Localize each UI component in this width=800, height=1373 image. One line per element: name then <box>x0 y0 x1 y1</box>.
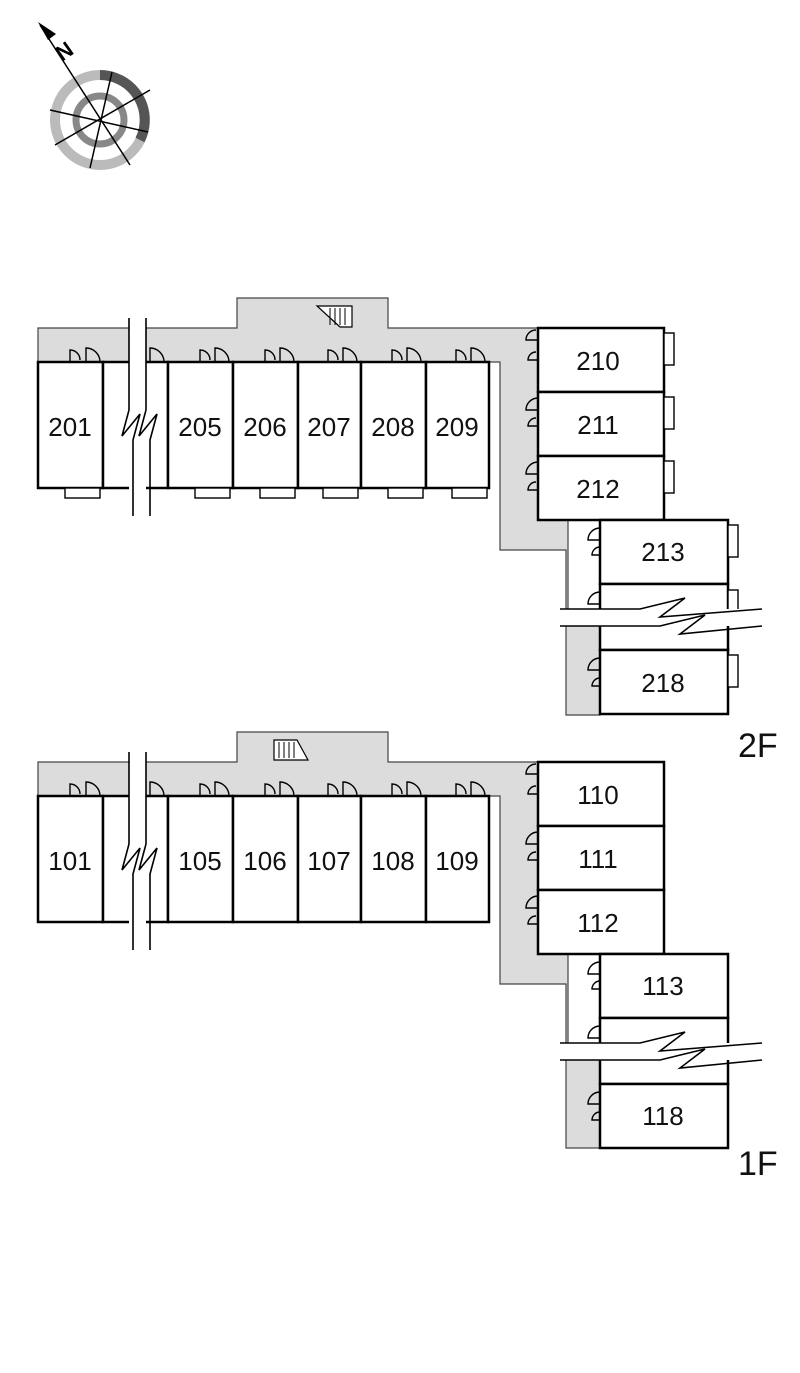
balcony-icon <box>194 487 231 499</box>
door-icon <box>525 763 539 925</box>
room-106[interactable] <box>231 794 300 924</box>
room-105[interactable] <box>166 794 235 924</box>
room-112[interactable] <box>536 888 666 956</box>
room-label: 208 <box>371 412 414 442</box>
room-label: 106 <box>243 846 286 876</box>
room-label: 212 <box>576 474 619 504</box>
floor-label: 1F <box>738 1145 778 1183</box>
room-118[interactable] <box>598 1082 730 1150</box>
room-label: 111 <box>578 844 618 874</box>
room-label: 101 <box>48 846 91 876</box>
room-107[interactable] <box>296 794 363 924</box>
room-label: 107 <box>307 846 350 876</box>
room-label: 118 <box>642 1101 683 1131</box>
room-label: 210 <box>576 346 619 376</box>
room-label: 218 <box>641 668 684 698</box>
room-111[interactable] <box>536 824 666 892</box>
corridor <box>37 731 601 1149</box>
balcony-icon <box>727 654 739 688</box>
room-209[interactable] <box>424 360 491 490</box>
compass-rose-icon: N <box>38 22 151 170</box>
floor-2f: 201 205 206 207 208 209 210 211 212 213 … <box>36 297 778 765</box>
room-label: 206 <box>243 412 286 442</box>
room-label: 205 <box>178 412 221 442</box>
room-label: 211 <box>577 410 618 440</box>
door-icon <box>69 347 486 363</box>
room-213[interactable] <box>598 518 730 586</box>
balcony-icon <box>663 460 675 494</box>
door-icon <box>69 781 486 797</box>
room-label: 108 <box>371 846 414 876</box>
room-110[interactable] <box>536 760 666 828</box>
balcony-icon <box>663 396 675 430</box>
room-label: 110 <box>577 780 618 810</box>
room-211[interactable] <box>536 390 666 458</box>
break-line-icon <box>121 318 158 516</box>
room-201[interactable] <box>36 360 105 490</box>
room-108[interactable] <box>359 794 428 924</box>
room-208[interactable] <box>359 360 428 490</box>
room-label: 109 <box>435 846 478 876</box>
floor-1f: 101 105 106 107 108 109 110 111 112 113 … <box>36 731 778 1183</box>
balcony-icon <box>387 487 424 499</box>
balcony-icon <box>727 524 739 558</box>
door-icon <box>587 961 601 1121</box>
floor-label: 2F <box>738 727 778 765</box>
stairs-icon <box>273 739 310 761</box>
door-icon <box>525 329 539 491</box>
room-212[interactable] <box>536 454 666 522</box>
room-label: 213 <box>641 537 684 567</box>
room-label: 105 <box>178 846 221 876</box>
room-label: 113 <box>642 971 683 1001</box>
balcony-icon <box>64 487 101 499</box>
room-109[interactable] <box>424 794 491 924</box>
room-label: 112 <box>577 908 618 938</box>
north-letter: N <box>51 37 78 67</box>
break-line-icon <box>560 1031 763 1070</box>
balcony-icon <box>451 487 488 499</box>
break-line-icon <box>560 597 763 636</box>
room-label: 207 <box>307 412 350 442</box>
corridor <box>37 297 601 716</box>
balcony-icon <box>663 332 675 366</box>
door-icon <box>587 527 601 687</box>
balcony-icon <box>322 487 359 499</box>
balcony-icon <box>727 589 739 611</box>
room-label: 201 <box>48 412 91 442</box>
balcony-icon <box>259 487 296 499</box>
break-line-icon <box>121 752 158 950</box>
room-label: 209 <box>435 412 478 442</box>
stairs-icon <box>315 305 353 328</box>
